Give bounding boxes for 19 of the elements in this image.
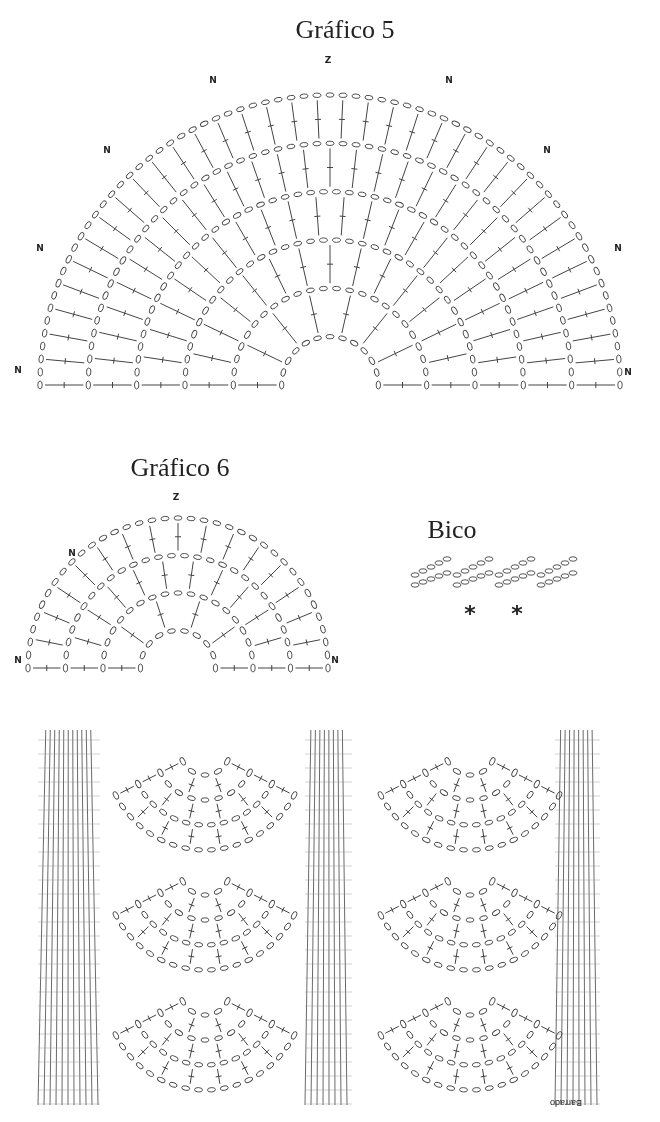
chart-marker: N [624, 367, 632, 377]
chart-marker: N [36, 243, 44, 253]
chart-marker: N [331, 655, 339, 665]
chart-title: Gráfico 6 [130, 455, 230, 481]
chart-marker: N [543, 145, 551, 155]
star-symbol: * [464, 603, 476, 625]
chart-label: Barrado [550, 1097, 582, 1107]
chart-title: Bico [427, 517, 477, 543]
chart-marker: Z [324, 55, 332, 65]
chart-marker: N [445, 75, 453, 85]
star-symbol: * [511, 603, 523, 625]
chart-marker: Z [172, 492, 180, 502]
chart-title: Gráfico 5 [295, 17, 395, 43]
chart-marker: N [614, 243, 622, 253]
chart-marker: N [14, 365, 22, 375]
chart-marker: N [209, 75, 217, 85]
chart-marker: N [103, 145, 111, 155]
chart-marker: N [14, 655, 22, 665]
chart-marker: N [68, 548, 76, 558]
